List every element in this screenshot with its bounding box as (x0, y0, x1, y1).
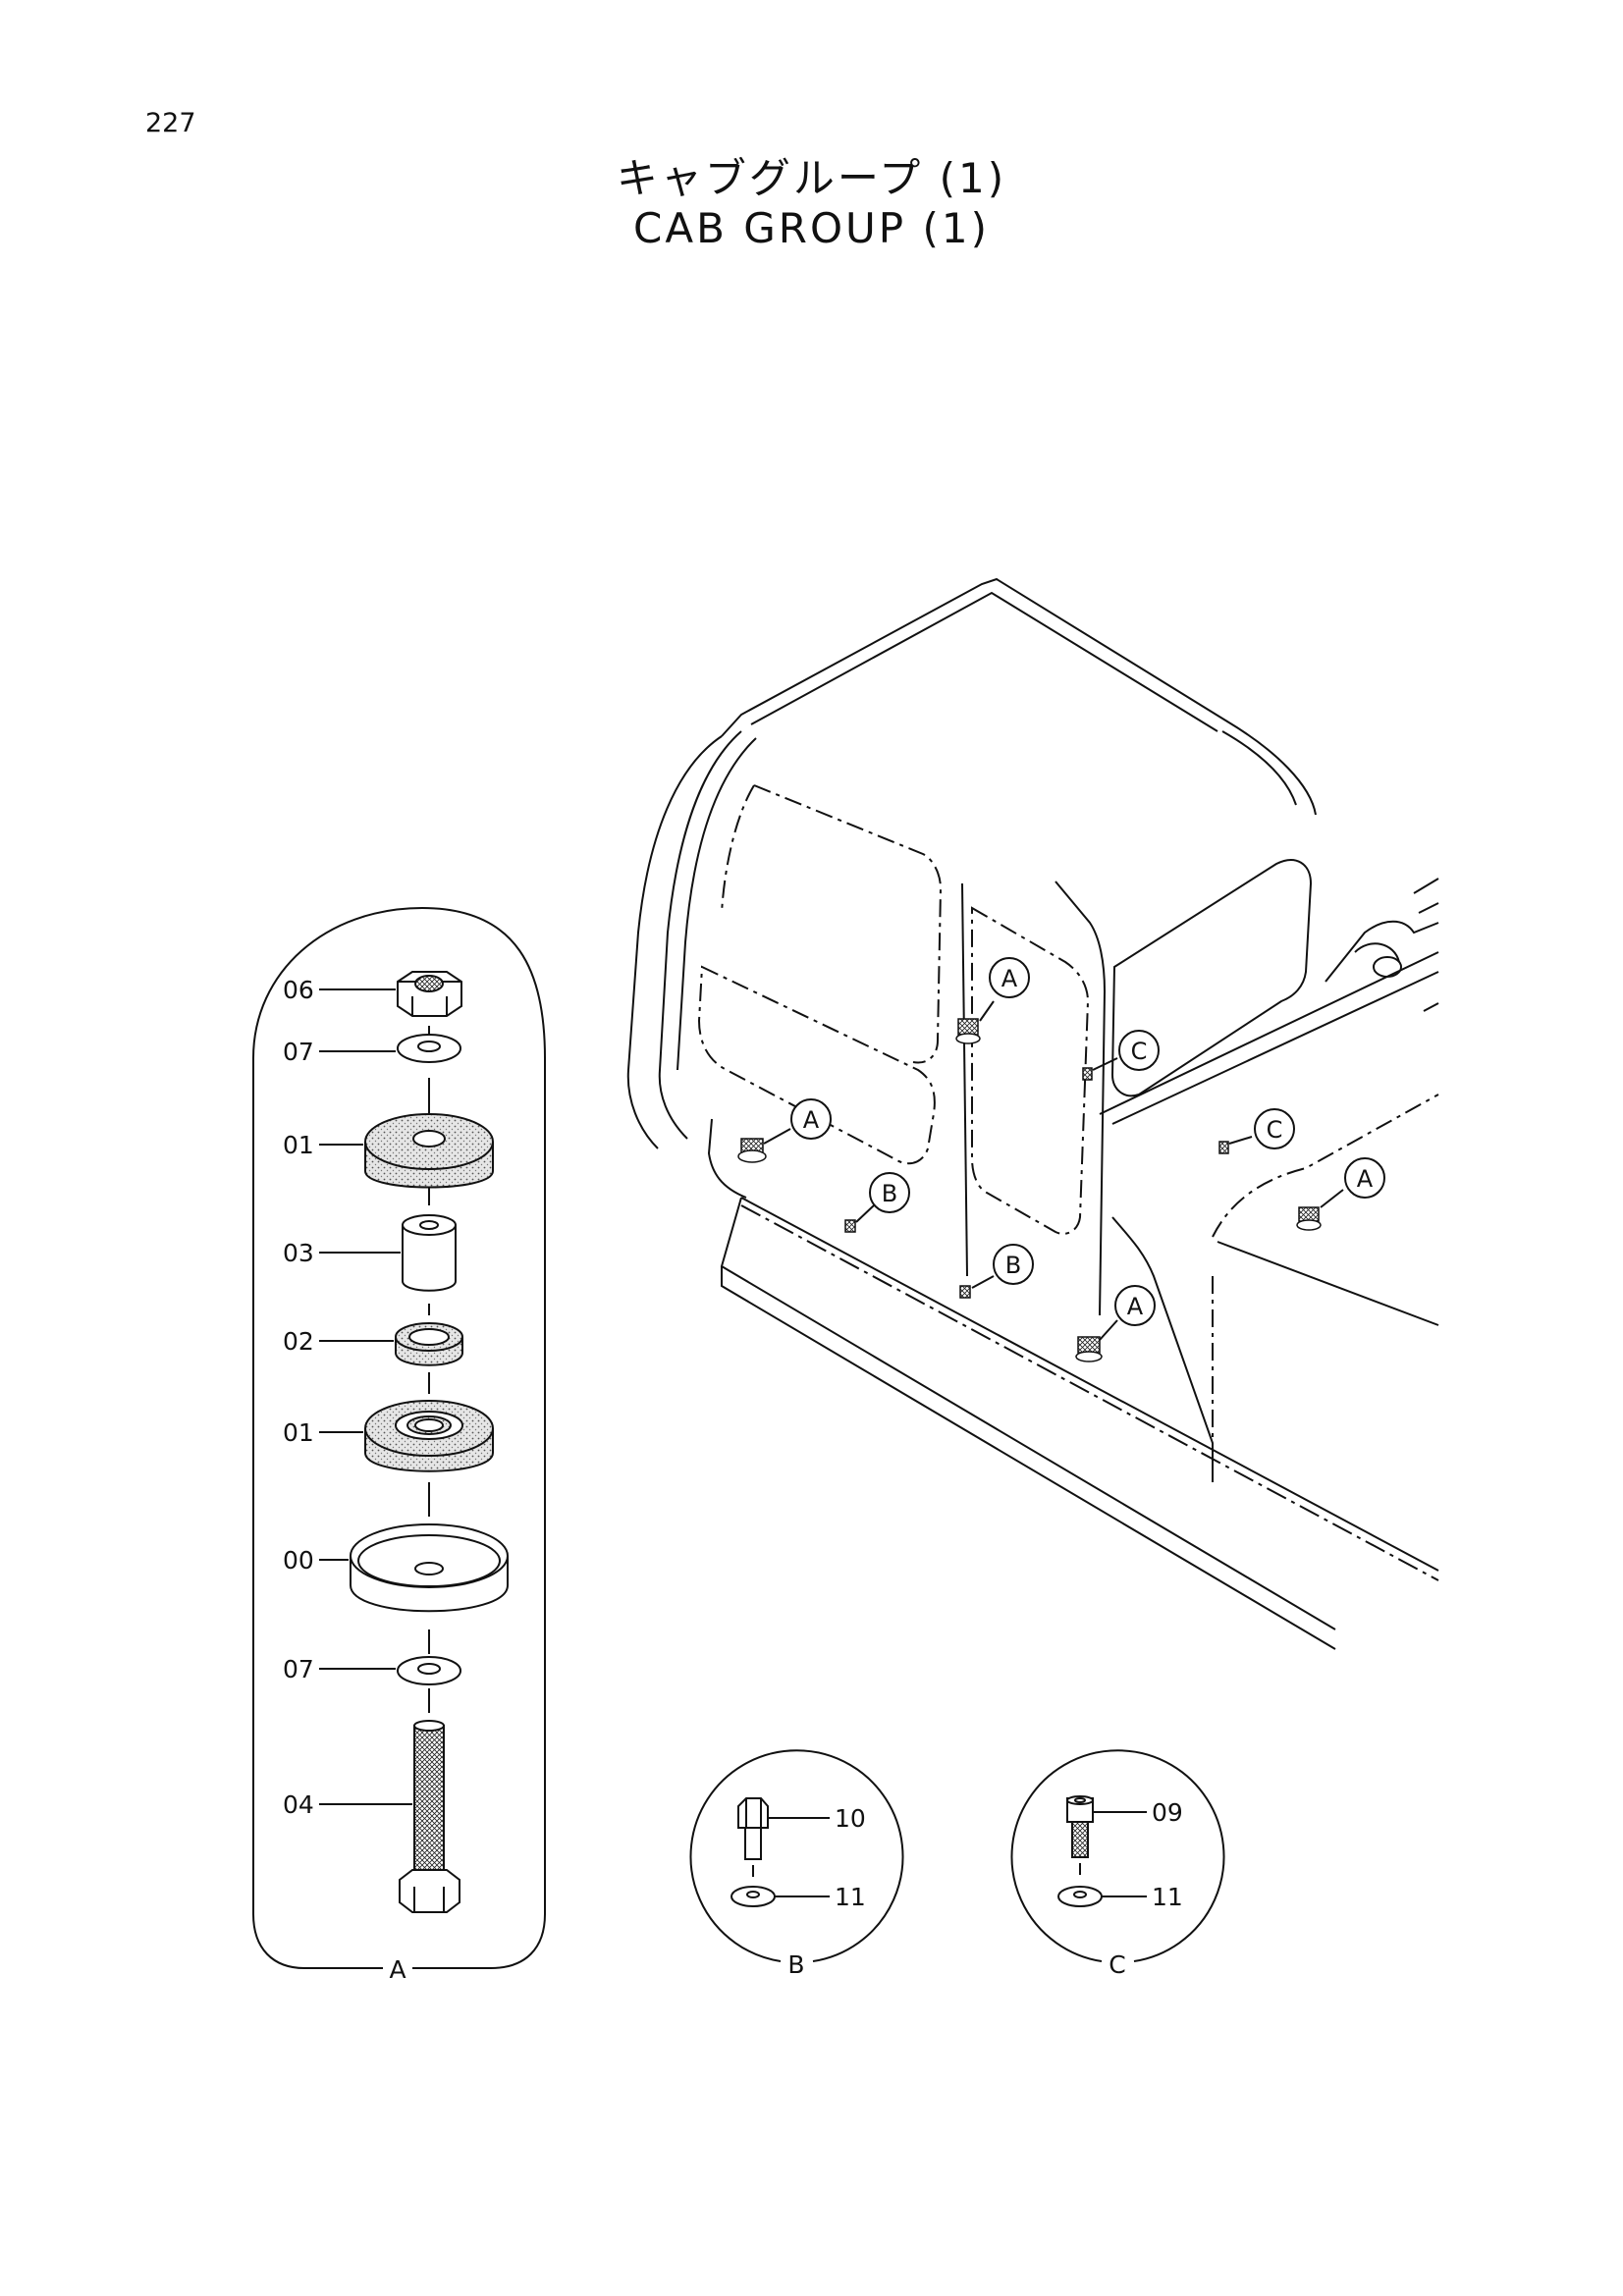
mount-a-door (955, 1018, 981, 1044)
part-nut-06 (397, 971, 462, 1017)
detail-b-label: B (787, 1950, 804, 1979)
label-part-02: 02 (283, 1327, 314, 1356)
detail-c-label: C (1109, 1950, 1125, 1979)
callout-a-door: A (979, 957, 1030, 1022)
callout-b-2: B (971, 1244, 1034, 1289)
mount-a-rear-bottom (1075, 1336, 1103, 1362)
cab-illustration (626, 577, 1439, 1650)
svg-text:A: A (1127, 1293, 1144, 1320)
label-part-01: 01 (283, 1418, 314, 1447)
bolt-b-1 (844, 1219, 856, 1233)
part-bolt-10 (737, 1797, 769, 1877)
part-washer-07-top (397, 1034, 461, 1063)
callout-b-1: B (855, 1172, 910, 1223)
part-rubber-cushion-01-top (364, 1113, 494, 1189)
cab-mount-hardware (737, 1018, 1322, 1362)
part-cup-00 (350, 1523, 509, 1613)
cab-callouts: A A A A B B C (763, 957, 1385, 1341)
svg-text:A: A (803, 1106, 820, 1134)
part-rubber-cushion-01-bottom (364, 1400, 494, 1472)
label-part-09: 09 (1152, 1798, 1183, 1827)
bolt-b-2 (959, 1285, 971, 1299)
detail-a-outline (252, 906, 546, 1969)
svg-text:B: B (1005, 1252, 1021, 1279)
callout-c-2: C (1228, 1108, 1295, 1149)
bolt-c-1 (1082, 1067, 1093, 1081)
label-part-07: 07 (283, 1038, 314, 1066)
part-collar-03 (402, 1214, 457, 1292)
svg-text:A: A (1357, 1165, 1374, 1193)
callout-a-rear-right: A (1320, 1157, 1385, 1208)
label-part-10: 10 (835, 1804, 866, 1833)
svg-text:C: C (1267, 1116, 1283, 1144)
detail-b-outline (689, 1749, 904, 1962)
label-part-04: 04 (283, 1790, 314, 1819)
svg-text:C: C (1131, 1038, 1148, 1065)
part-spacer-ring-02 (395, 1322, 463, 1366)
detail-a: A (252, 906, 546, 1984)
part-washer-11-b (730, 1886, 776, 1907)
part-socket-bolt-09 (1066, 1795, 1094, 1875)
label-part-06: 06 (283, 976, 314, 1004)
label-part-00: 00 (283, 1546, 314, 1575)
label-part-03: 03 (283, 1239, 314, 1267)
page-title-japanese: キャブグループ (1) (616, 154, 1007, 202)
part-bolt-04 (399, 1720, 460, 1913)
part-washer-07-bottom (397, 1656, 461, 1685)
mount-a-rear-right (1296, 1206, 1322, 1231)
label-part-11: 11 (1152, 1883, 1183, 1911)
page-title: CAB GROUP (1) (633, 204, 990, 252)
label-part-07: 07 (283, 1655, 314, 1683)
detail-b: B 10 11 (689, 1749, 904, 1979)
svg-text:B: B (882, 1180, 897, 1207)
label-part-11: 11 (835, 1883, 866, 1911)
svg-text:A: A (1001, 965, 1018, 992)
callout-a-front-left: A (763, 1098, 832, 1145)
detail-a-label: A (389, 1955, 406, 1984)
page-number: 227 (145, 108, 196, 138)
callout-c-1: C (1092, 1030, 1160, 1071)
detail-c-outline (1010, 1749, 1225, 1962)
bolt-c-2 (1218, 1141, 1229, 1154)
detail-c: C 09 11 (1010, 1749, 1225, 1979)
part-washer-11-c (1057, 1886, 1103, 1907)
mount-a-front-left (737, 1138, 767, 1163)
label-part-01: 01 (283, 1131, 314, 1159)
callout-a-rear-bottom: A (1099, 1285, 1156, 1341)
